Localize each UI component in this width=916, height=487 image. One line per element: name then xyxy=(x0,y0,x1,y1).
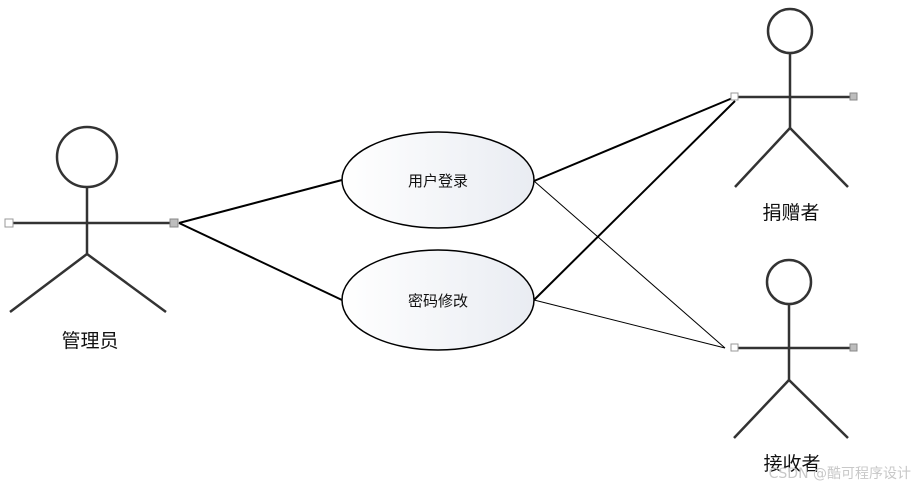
actor-receiver-leg-right xyxy=(788,379,849,439)
associations xyxy=(178,96,736,349)
actor-receiver-handle-left xyxy=(730,343,739,352)
actor-receiver-label: 接收者 xyxy=(763,453,820,475)
association-receiver-login xyxy=(533,180,726,349)
actor-donor-head xyxy=(766,7,814,55)
use-case-password-change-label: 密码修改 xyxy=(408,292,468,310)
association-donor-password xyxy=(533,100,736,301)
actor-donor[interactable] xyxy=(730,7,858,188)
actor-donor-handle-right xyxy=(849,92,858,101)
actor-donor-leg-left xyxy=(734,127,791,188)
actor-donor-handle-left xyxy=(730,92,739,101)
actor-receiver-handle-right xyxy=(849,343,858,352)
actor-donor-label: 捐赠者 xyxy=(762,202,819,224)
use-case-login-ellipse xyxy=(341,131,535,229)
watermark: CSDN @酷可程序设计 xyxy=(769,466,911,482)
actor-admin-head xyxy=(55,125,119,189)
actor-receiver-head xyxy=(765,258,813,306)
actor-admin-label: 管理员 xyxy=(61,330,118,352)
use-case-password-change[interactable]: 密码修改 xyxy=(341,249,535,351)
use-case-login-label: 用户登录 xyxy=(408,172,468,190)
actor-admin[interactable] xyxy=(4,125,179,314)
association-admin-password xyxy=(178,222,343,301)
actor-admin-leg-left xyxy=(9,253,88,313)
actor-admin-leg-right xyxy=(86,252,167,314)
use-case-login[interactable]: 用户登录 xyxy=(341,131,535,229)
actor-donor-leg-right xyxy=(789,127,849,188)
actor-receiver[interactable] xyxy=(730,258,858,439)
actor-admin-handle-left xyxy=(4,218,14,228)
association-admin-login xyxy=(178,179,343,224)
use-case-password-change-ellipse xyxy=(341,249,535,351)
association-donor-login xyxy=(533,96,736,182)
association-receiver-password xyxy=(533,299,726,349)
actor-receiver-leg-left xyxy=(733,379,790,439)
actor-admin-handle-right xyxy=(169,218,179,228)
